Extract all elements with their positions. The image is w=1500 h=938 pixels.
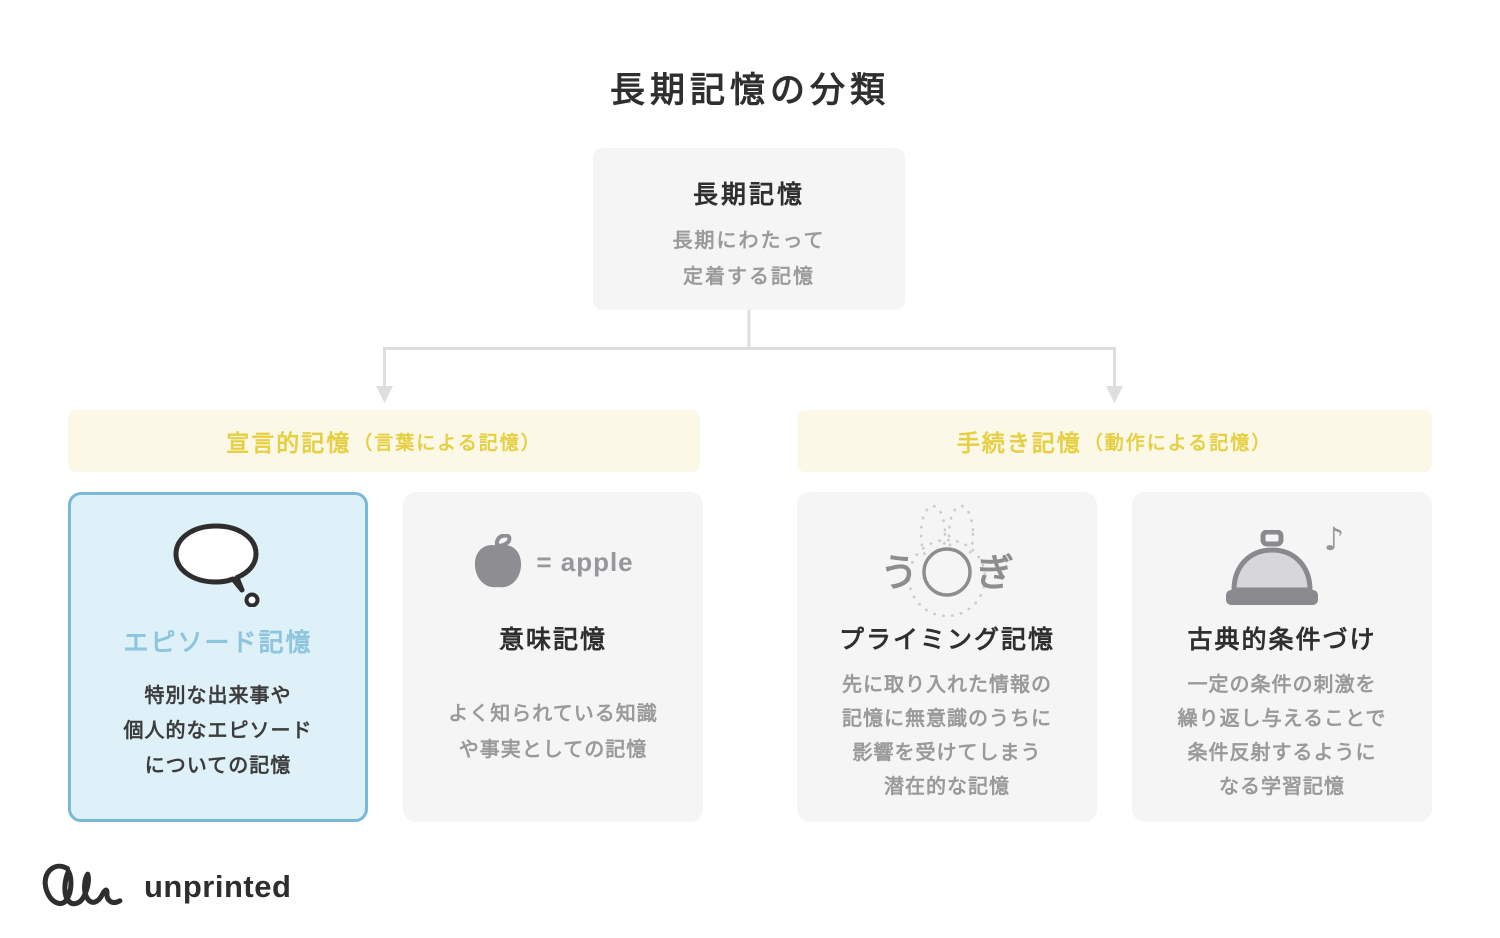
card-body-line: 影響を受けてしまう [852,742,1042,764]
card-body-line: 一定の条件の刺激を [1187,674,1377,696]
speech-bubble-icon [71,521,365,607]
arrow-down-right [1106,386,1123,403]
root-desc-line: 長期にわたって [672,230,826,252]
card-body-line: よく知られている知識 [448,703,658,725]
card-body-line: 潜在的な記憶 [884,776,1010,798]
card-body-line: 特別な出来事や [144,685,292,707]
root-node-title: 長期記憶 [692,181,805,209]
branch-sublabel: （動作による記憶） [1083,432,1273,454]
apple-icon [475,534,522,588]
card-body-line: 記憶に無意識のうちに [842,708,1052,730]
card-episodic-memory: エピソード記憶 特別な出来事や 個人的なエピソード についての記憶 [68,492,368,822]
apple-caption: = apple [536,546,634,577]
card-body-line: なる学習記憶 [1219,776,1345,798]
call-bell-icon [1226,530,1318,605]
card-body-line: や事実としての記憶 [458,739,648,761]
root-node-long-term-memory: 長期記憶 長期にわたって 定着する記憶 [593,148,905,310]
branch-procedural-memory: 手続き記憶 （動作による記憶） [797,410,1432,472]
card-description: 先に取り入れた情報の 記憶に無意識のうちに 影響を受けてしまう 潜在的な記憶 [797,668,1097,804]
card-title: プライミング記憶 [838,626,1055,654]
card-body-line: 条件反射するように [1187,742,1377,764]
card-description: 特別な出来事や 個人的なエピソード についての記憶 [71,679,365,784]
card-title: 意味記憶 [498,626,607,654]
page-title: 長期記憶の分類 [609,71,890,110]
card-classical-conditioning: ♪ 古典的条件づけ 一定の条件の刺激を 繰り返し与えることで 条件反射するように… [1132,492,1432,822]
card-title: エピソード記憶 [123,629,313,657]
branch-label: 宣言的記憶 [226,430,352,456]
branch-declarative-memory: 宣言的記憶 （言葉による記憶） [68,410,700,472]
unprinted-logo-mark [42,863,123,907]
root-desc-line: 定着する記憶 [683,266,815,288]
icon-text-right: ぎ [976,553,1014,595]
card-body-line: 繰り返し与えることで [1177,708,1387,730]
music-note-icon: ♪ [1323,520,1344,558]
card-title: 古典的条件づけ [1187,626,1377,654]
card-body-line: 個人的なエピソード [123,720,313,742]
card-description: よく知られている知識 や事実としての記憶 [403,696,703,768]
unprinted-logo-text: unprinted [144,869,292,904]
bell-icon-row: ♪ [1132,520,1432,610]
unprinted-logo: unprinted [38,856,291,918]
card-semantic-memory: = apple 意味記憶 よく知られている知識 や事実としての記憶 [403,492,703,822]
root-node-description: 長期にわたって 定着する記憶 [593,223,905,295]
branch-label: 手続き記憶 [956,430,1082,456]
apple-icon-row: = apple [403,534,703,590]
arrow-down-left [376,386,393,403]
card-description: 一定の条件の刺激を 繰り返し与えることで 条件反射するように なる学習記憶 [1132,668,1432,804]
card-priming-memory: う ぎ プライミング記憶 先に取り入れた情報の 記憶に無意識のうちに 影響を受け… [797,492,1097,822]
card-body-line: についての記憶 [144,755,292,777]
icon-text-left: う [880,553,918,595]
rabbit-outline-icon: う ぎ [797,502,1097,620]
branch-sublabel: （言葉による記憶） [353,432,542,454]
card-body-line: 先に取り入れた情報の [842,674,1052,696]
